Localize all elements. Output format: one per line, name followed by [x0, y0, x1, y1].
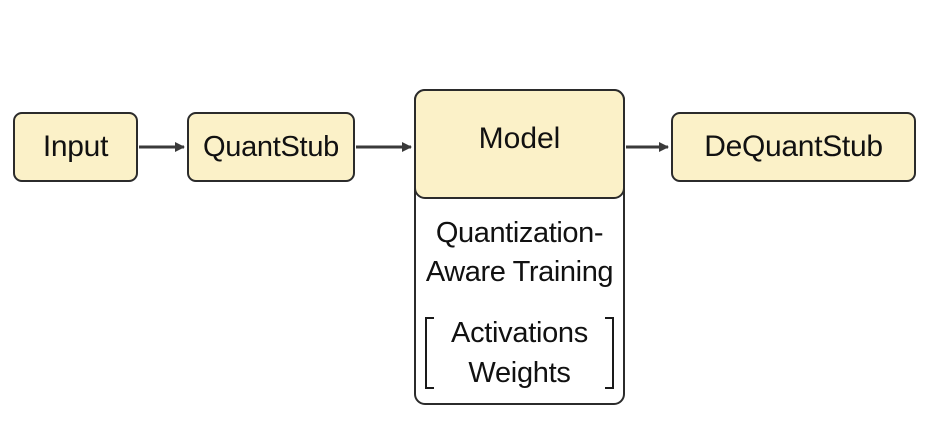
quantized-item-weights: Weights — [468, 357, 571, 389]
input-node: Input — [13, 112, 138, 182]
right-bracket — [605, 317, 614, 389]
dequantstub-node: DeQuantStub — [671, 112, 916, 182]
model-node: Model — [414, 89, 625, 199]
left-bracket — [425, 317, 434, 389]
quantized-items-group: Activations Weights — [425, 313, 614, 391]
qat-label: Quantization- Aware Training — [414, 214, 625, 292]
qat-label-line1: Quantization- — [435, 217, 604, 249]
qat-label-line2: Aware Training — [425, 256, 614, 288]
quantized-item-activations: Activations — [451, 317, 588, 349]
quantstub-node: QuantStub — [187, 112, 355, 182]
quantized-items-list: Activations Weights — [425, 313, 614, 393]
